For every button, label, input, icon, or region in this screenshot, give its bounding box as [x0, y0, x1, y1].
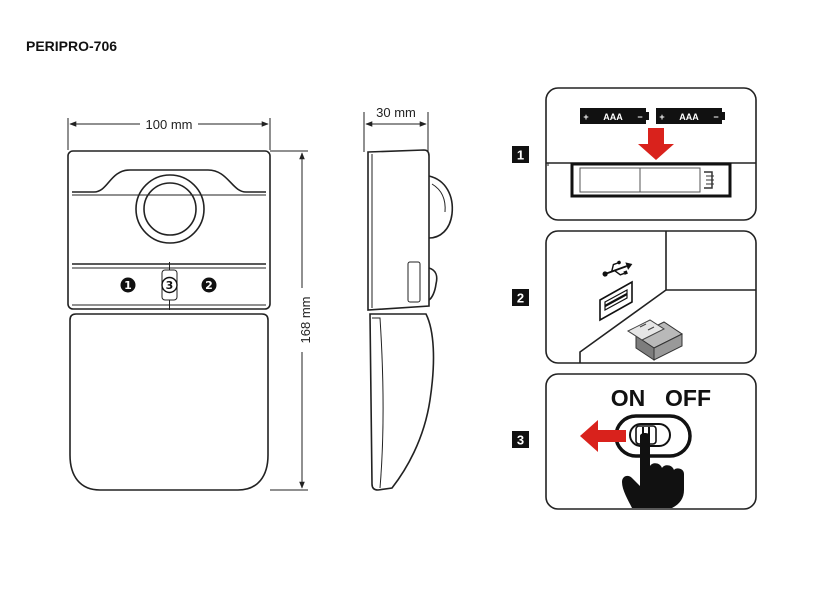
button-3: 3 [162, 262, 177, 310]
svg-text:1: 1 [124, 279, 132, 292]
width-dimension-label: 100 mm [146, 117, 193, 132]
device-lower-body [70, 314, 268, 490]
motion-sensor-lens [136, 175, 204, 243]
step-3-number: 3 [517, 433, 524, 448]
svg-text:AAA: AAA [603, 112, 623, 122]
battery-2: + AAA − [656, 108, 725, 124]
height-dimension-label: 168 mm [298, 297, 313, 344]
step-3: 3 ON OFF [512, 374, 756, 509]
step-1-number: 1 [517, 148, 524, 163]
svg-text:3: 3 [166, 279, 174, 292]
step-2: 2 [512, 231, 756, 363]
svg-text:+: + [583, 112, 588, 122]
side-view: 30 mm [364, 105, 452, 490]
front-view: 100 mm 168 mm 1 3 2 [68, 117, 313, 490]
step-1: 1 + AAA − + AAA − [512, 88, 756, 220]
svg-text:+: + [659, 112, 664, 122]
button-1: 1 [121, 278, 136, 293]
depth-dimension-label: 30 mm [376, 105, 416, 120]
svg-text:−: − [637, 112, 642, 122]
battery-1: + AAA − [580, 108, 649, 124]
svg-text:2: 2 [205, 279, 213, 292]
switch-off-label: OFF [665, 385, 711, 411]
svg-text:−: − [713, 112, 718, 122]
button-2: 2 [202, 278, 217, 293]
step-2-number: 2 [517, 291, 524, 306]
svg-text:AAA: AAA [679, 112, 699, 122]
switch-on-label: ON [611, 385, 646, 411]
